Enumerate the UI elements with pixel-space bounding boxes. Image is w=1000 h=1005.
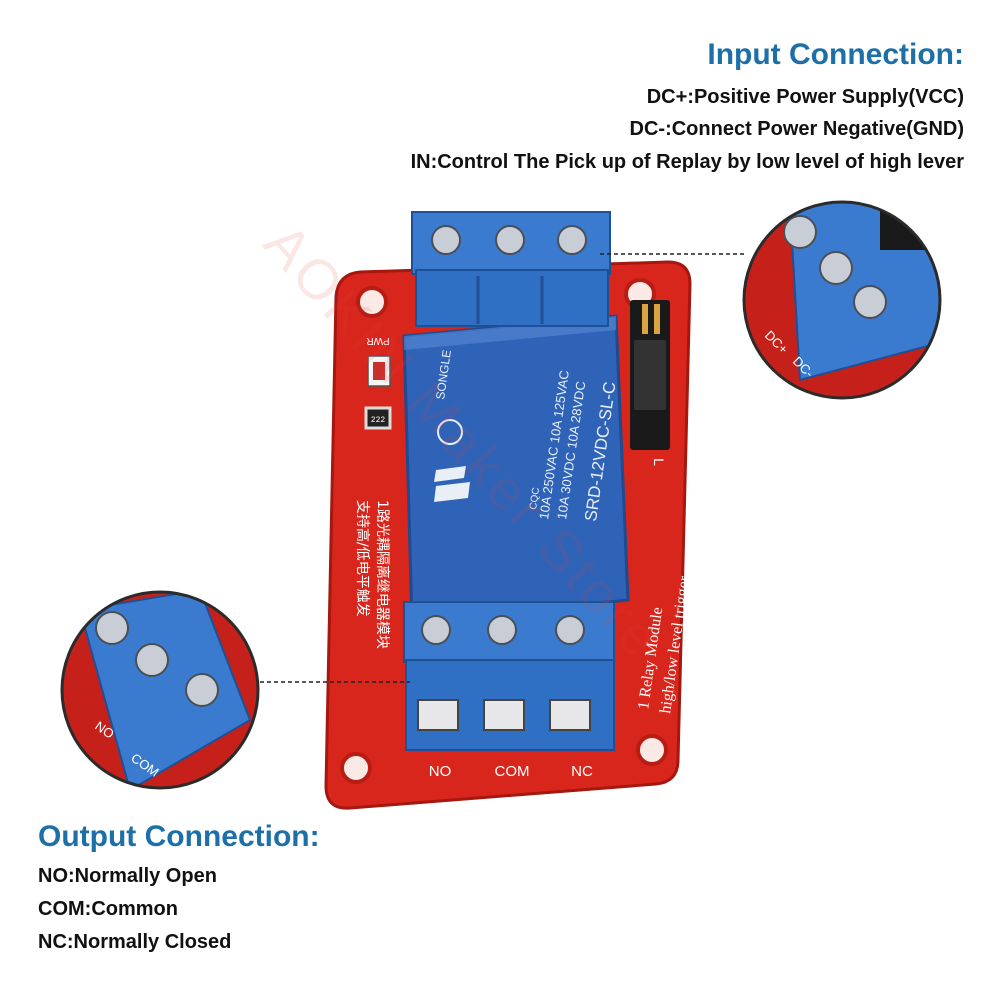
terminal-label-nc: NC — [571, 763, 593, 780]
smd-resistor — [364, 406, 392, 430]
mount-hole-bottom-left — [340, 752, 372, 784]
input-terminal-block — [411, 211, 611, 327]
mount-hole-bottom-right — [636, 734, 668, 766]
relay-cert: CQC — [528, 487, 542, 511]
output-line-nc: NC:Normally Closed — [38, 931, 232, 953]
input-line-dc-plus: DC+:Positive Power Supply(VCC) — [646, 86, 964, 108]
trigger-jumper — [630, 300, 670, 450]
resistor-code: 222 — [371, 416, 386, 425]
output-terminal-block — [403, 601, 615, 751]
songle-logo-icon — [434, 482, 470, 502]
chinese-line-2: 支持高/低电平触发 — [354, 500, 371, 617]
output-zoom-inset: NO COM — [60, 590, 260, 790]
input-line-dc-minus: DC-:Connect Power Negative(GND) — [629, 118, 964, 140]
cqc-mark-icon — [437, 419, 463, 445]
input-zoom-inset: DC+ DC- — [742, 200, 942, 400]
jumper-label: L — [651, 458, 667, 466]
terminal-label-com: COM — [495, 763, 530, 780]
relay-brand: SONGLE — [433, 349, 454, 400]
output-line-com: COM:Common — [38, 898, 178, 920]
pwr-label: PWR — [366, 335, 389, 346]
output-line-no: NO:Normally Open — [38, 865, 217, 887]
terminal-label-no: NO — [429, 763, 452, 780]
pwr-led — [367, 355, 391, 387]
input-line-in: IN:Control The Pick up of Replay by low … — [410, 151, 964, 173]
mount-hole-top-left — [356, 286, 388, 318]
chinese-line-1: 1路光耦隔离继电器模块 — [374, 500, 391, 649]
output-connection-heading: Output Connection: — [38, 820, 320, 853]
input-connection-heading: Input Connection: — [707, 38, 964, 71]
